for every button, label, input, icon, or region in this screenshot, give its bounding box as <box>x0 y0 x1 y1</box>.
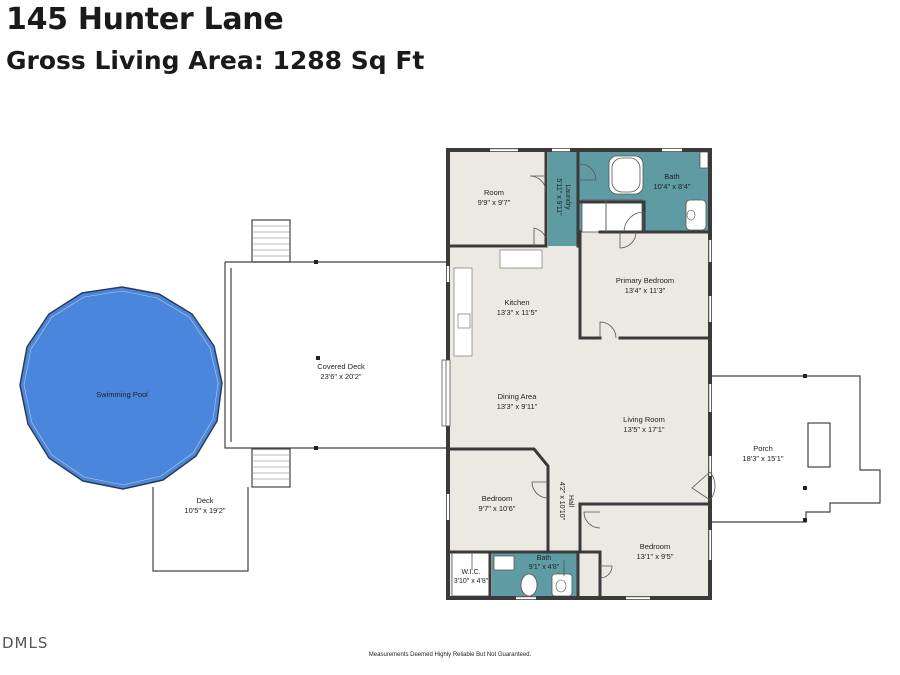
swimming-pool <box>19 286 223 490</box>
porch-bench <box>807 422 831 468</box>
deck-outline <box>152 487 249 572</box>
covered-deck-outline <box>224 261 446 449</box>
laundry-floor <box>548 152 578 246</box>
door-primary <box>599 321 617 339</box>
room-label-wic: W.I.C.3'10" x 4'8" <box>453 569 489 585</box>
porch-outline <box>709 375 881 523</box>
wic-area <box>451 551 491 597</box>
kitchen-upper-counter <box>499 249 543 269</box>
toilet-bottom <box>520 573 538 597</box>
deck-stairs-top <box>251 219 291 263</box>
disclaimer-note: Measurements Deemed Highly Reliable But … <box>368 652 532 658</box>
closet-top <box>581 199 643 233</box>
door-porch <box>691 471 711 501</box>
dmls-logo: DMLS <box>2 634 49 652</box>
door-bedroom-left <box>531 481 549 499</box>
door-room <box>529 175 547 193</box>
page-subtitle: Gross Living Area: 1288 Sq Ft <box>6 46 425 75</box>
deck-stairs-bottom <box>251 448 291 488</box>
kitchen-counter <box>453 267 473 357</box>
vanity-bottom <box>493 555 515 571</box>
sink-top <box>685 199 707 231</box>
room-label-swimming-pool: Swimming Pool <box>96 390 148 399</box>
page-title: 145 Hunter Lane <box>6 2 284 37</box>
